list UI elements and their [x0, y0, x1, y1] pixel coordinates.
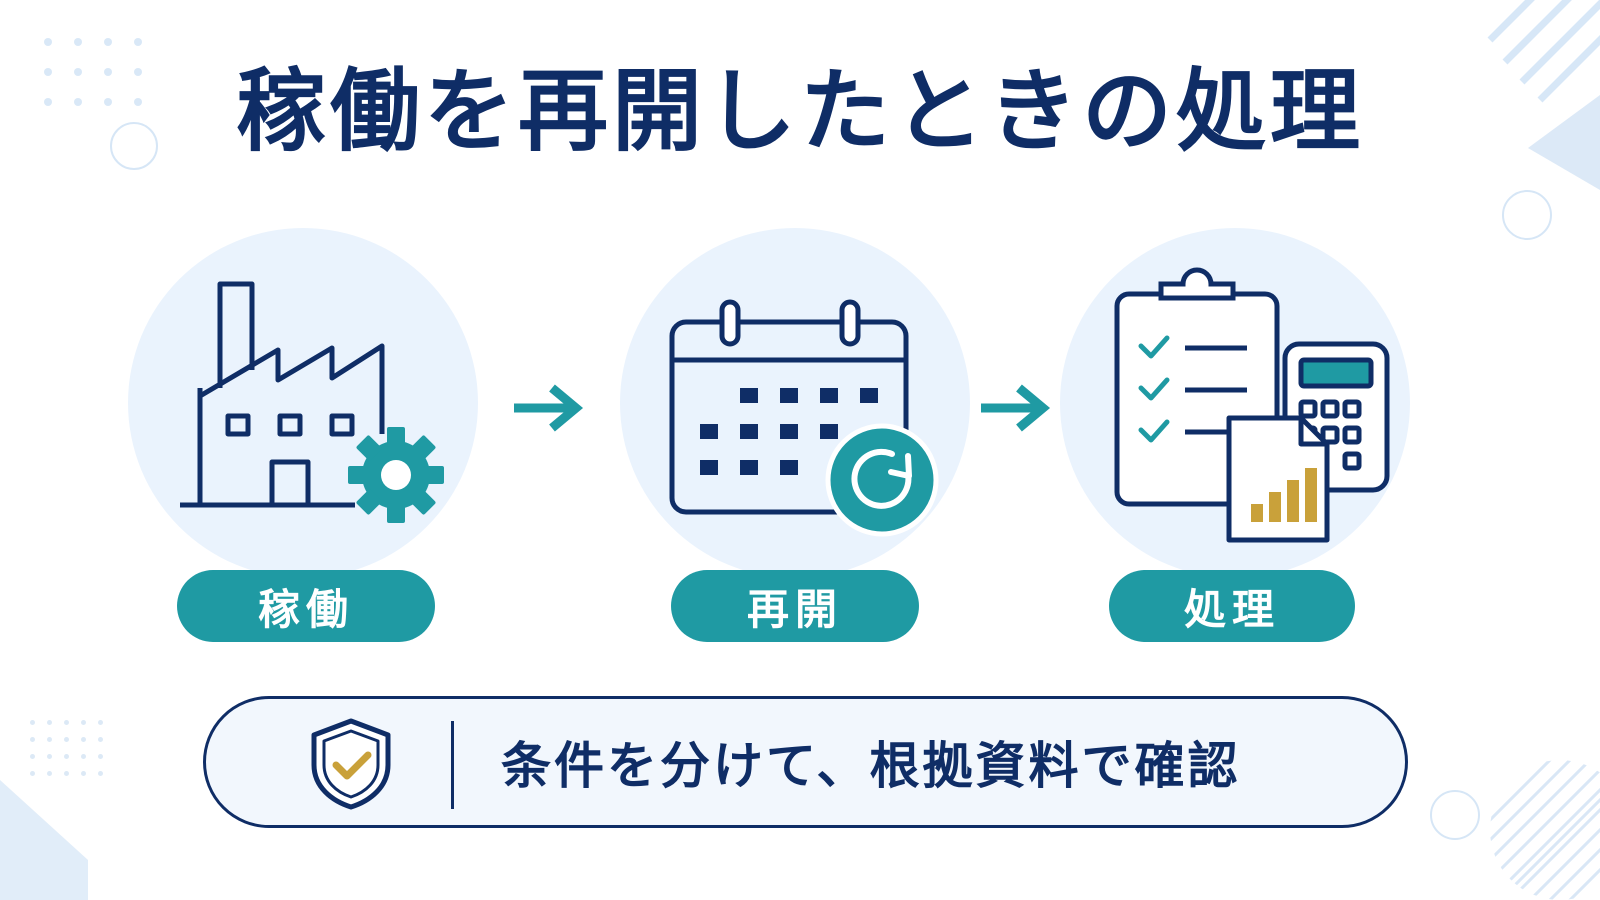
summary-banner: 条件を分けて、根拠資料で確認 [203, 696, 1408, 828]
factory-gear-icon [180, 281, 444, 523]
decorative-ring-bottom-right [1430, 790, 1480, 840]
decorative-dot-grid-top-left [44, 38, 142, 106]
step-1-circle [128, 228, 478, 578]
shield-check-icon [311, 718, 391, 810]
arrow-right-icon [981, 384, 1051, 432]
step-2-label: 再開 [671, 570, 919, 642]
banner-divider [451, 721, 454, 809]
step-1-label: 稼働 [177, 570, 435, 642]
checklist-calculator-report-icon [1114, 267, 1390, 543]
calendar-refresh-icon [669, 299, 939, 537]
step-3-label: 処理 [1109, 570, 1355, 642]
arrow-right-icon [514, 384, 584, 432]
page-title: 稼働を再開したときの処理 [236, 59, 1364, 164]
decorative-ring-top-left [110, 122, 158, 170]
decorative-ring-right [1502, 190, 1552, 240]
banner-text: 条件を分けて、根拠資料で確認 [501, 737, 1241, 795]
decorative-dot-grid-bottom-left [30, 720, 103, 776]
